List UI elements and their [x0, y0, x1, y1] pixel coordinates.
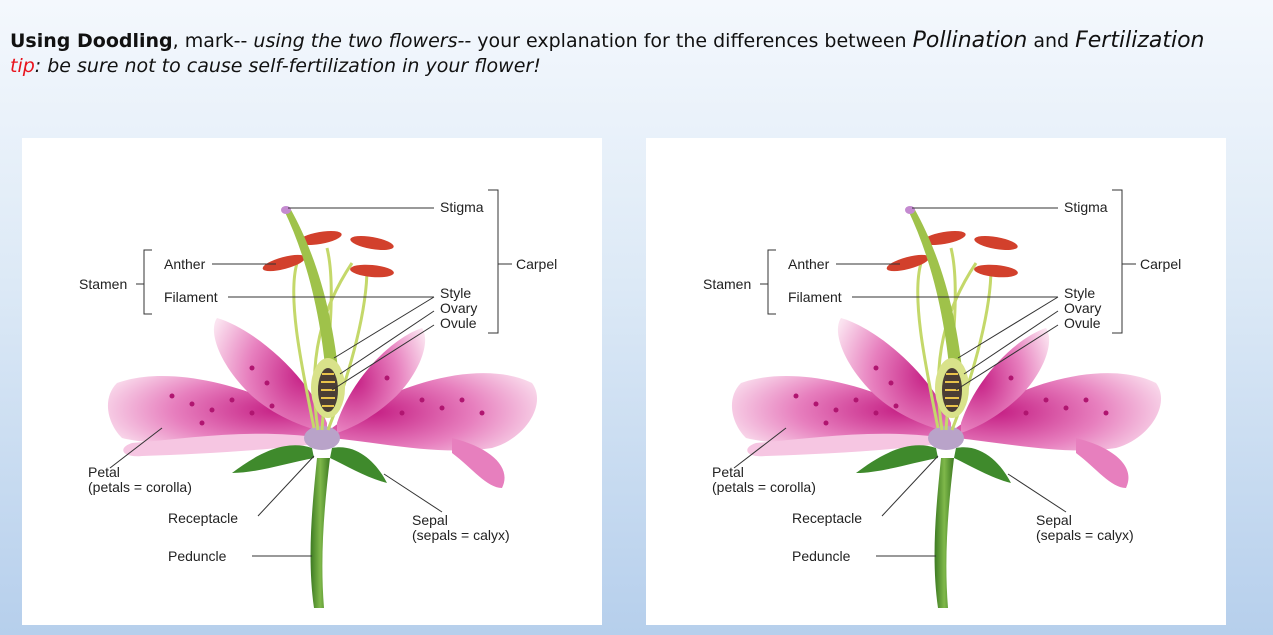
label-receptacle: Receptacle [168, 510, 238, 526]
petal-upper-left [837, 318, 951, 433]
petal-spots [793, 365, 1109, 426]
petal-upper-left [213, 318, 327, 433]
leader-lines [109, 189, 512, 557]
label-peduncle: Peduncle [168, 548, 227, 564]
label-sepal-note: (sepals = calyx) [1036, 527, 1134, 543]
anther-3 [350, 235, 394, 251]
sepal-left [232, 445, 314, 473]
filament-1 [916, 262, 940, 429]
label-stigma: Stigma [440, 199, 484, 215]
petal-right [956, 373, 1162, 451]
label-style: Style [1064, 285, 1095, 301]
label-filament: Filament [164, 289, 218, 305]
petal-upper-right [337, 328, 426, 433]
flower-svg-left: Stigma Carpel Anther Stamen Filament Sty… [79, 189, 557, 608]
label-ovary: Ovary [1064, 300, 1101, 316]
label-anther: Anther [788, 256, 830, 272]
anther-2 [298, 230, 342, 246]
anther-3 [974, 235, 1018, 251]
anther-2 [922, 230, 966, 246]
instruction-line-2: tip: be sure not to cause self-fertiliza… [10, 54, 1270, 79]
label-sepal: Sepal [1036, 512, 1072, 528]
label-receptacle: Receptacle [792, 510, 862, 526]
label-sepal: Sepal [412, 512, 448, 528]
flower-art [731, 206, 1162, 608]
style-shape [284, 208, 340, 388]
stigma-shape [281, 206, 291, 214]
petal-left-low [123, 433, 322, 457]
term-pollination: Pollination [912, 28, 1028, 53]
label-style: Style [440, 285, 471, 301]
instruction-rest: your explanation for the differences bet… [471, 30, 913, 52]
petal-left [107, 375, 322, 444]
petal-upper-right [961, 328, 1050, 433]
flower-diagram-right[interactable]: Stigma Carpel Anther Stamen Filament Sty… [646, 138, 1226, 625]
anther-1 [886, 254, 930, 272]
sepal-right [330, 447, 387, 483]
instruction-italic: using the two flowers-- [253, 30, 472, 52]
tip-text: : be sure not to cause self-fertilizatio… [34, 55, 541, 77]
instruction-connector: and [1027, 30, 1076, 52]
label-carpel: Carpel [516, 256, 557, 272]
stigma-shape [905, 206, 915, 214]
petal-left-low [747, 433, 946, 457]
sepal-left [856, 445, 938, 473]
style-shape [908, 208, 964, 388]
label-ovary: Ovary [440, 300, 477, 316]
label-anther: Anther [164, 256, 206, 272]
label-petal-note: (petals = corolla) [88, 479, 192, 495]
label-filament: Filament [788, 289, 842, 305]
anther-4 [974, 264, 1018, 278]
label-stamen: Stamen [79, 276, 127, 292]
instruction-bold: Using Doodling [10, 30, 173, 52]
label-stamen: Stamen [703, 276, 751, 292]
label-ovule: Ovule [1064, 315, 1101, 331]
peduncle-stem [934, 458, 954, 608]
anther-1 [262, 254, 306, 272]
filament-1 [292, 262, 316, 429]
term-fertilization: Fertilization [1075, 28, 1205, 53]
flower-svg-right: Stigma Carpel Anther Stamen Filament Sty… [703, 189, 1181, 608]
receptacle-shape [928, 426, 964, 450]
anther-4 [350, 264, 394, 278]
ovules [945, 373, 959, 407]
label-carpel: Carpel [1140, 256, 1181, 272]
label-petal: Petal [712, 464, 744, 480]
tip-label: tip [10, 55, 35, 77]
petal-right-drop [1076, 438, 1129, 488]
peduncle-stem [310, 458, 330, 608]
instructions-text: Using Doodling, mark-- using the two flo… [10, 28, 1270, 79]
sepal-right [954, 447, 1011, 483]
instruction-mid: , mark-- [172, 30, 254, 52]
flower-diagram-left[interactable]: Stigma Carpel Anther Stamen Filament Sty… [22, 138, 602, 625]
receptacle-shape [304, 426, 340, 450]
petal-spots [169, 365, 485, 426]
label-peduncle: Peduncle [792, 548, 851, 564]
leader-lines [733, 189, 1136, 557]
label-stigma: Stigma [1064, 199, 1108, 215]
instruction-line-1: Using Doodling, mark-- using the two flo… [10, 28, 1270, 54]
petal-right [332, 373, 538, 451]
label-ovule: Ovule [440, 315, 477, 331]
label-petal: Petal [88, 464, 120, 480]
flower-art [107, 206, 538, 608]
petal-left [731, 375, 946, 444]
label-sepal-note: (sepals = calyx) [412, 527, 510, 543]
label-petal-note: (petals = corolla) [712, 479, 816, 495]
petal-right-drop [452, 438, 505, 488]
